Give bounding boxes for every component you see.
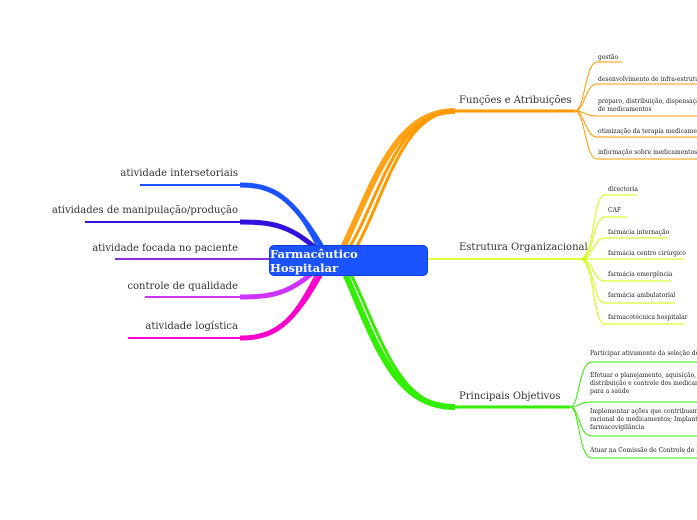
branch-intersetoriais xyxy=(140,184,321,253)
topic-paciente[interactable]: atividade focada no paciente xyxy=(92,243,238,254)
subtopic[interactable]: Implementar ações que contribuam para o … xyxy=(590,408,697,431)
branch-objetivos xyxy=(343,261,570,409)
subtopic[interactable]: farmácia centro cirúrgico xyxy=(608,250,686,257)
subtopic[interactable]: Efetuar o planejamento, aquisição, armaz… xyxy=(590,372,697,395)
topic-estrutura[interactable]: Estrutura Organizacional xyxy=(459,242,588,253)
topic-manipulacao[interactable]: atividades de manipulação/produção xyxy=(51,205,238,216)
funcoes-children-connectors xyxy=(574,61,697,160)
subtopic[interactable]: directoria xyxy=(608,186,638,193)
subtopic[interactable]: gestão xyxy=(598,54,619,61)
subtopic[interactable]: CAF xyxy=(608,207,622,214)
subtopic[interactable]: farmácia ambulatorial xyxy=(608,292,676,299)
topic-qualidade[interactable]: controle de qualidade xyxy=(127,281,238,292)
central-topic[interactable]: Farmacêutico Hospitalar xyxy=(270,246,427,275)
subtopic[interactable]: Atuar na Comissão de Controle de Infecçã… xyxy=(590,447,697,454)
objetivos-children-connectors xyxy=(569,361,697,459)
topic-funcoes[interactable]: Funções e Atribuições xyxy=(459,95,572,106)
subtopic[interactable]: farmacotécnica hospitalar xyxy=(608,314,688,321)
branch-funcoes xyxy=(343,109,575,256)
topic-objetivos[interactable]: Principais Objetivos xyxy=(459,391,561,402)
subtopic[interactable]: farmácia emergência xyxy=(608,271,673,278)
subtopic[interactable]: desenvolvimento de infra-estrutura xyxy=(598,76,697,83)
topic-logistica[interactable]: atividade logística xyxy=(145,321,238,332)
subtopic[interactable]: informação sobre medicamentos xyxy=(598,149,697,156)
topic-intersetoriais[interactable]: atividade intersetoriais xyxy=(120,168,238,179)
subtopic[interactable]: Participar ativamente da seleção de medi… xyxy=(590,350,697,357)
subtopic[interactable]: farmácia internação xyxy=(608,229,670,236)
subtopic[interactable]: preparo, distribuição, dispensação e con… xyxy=(598,98,697,113)
subtopic[interactable]: otimização da terapia medicamentosa xyxy=(598,128,697,135)
estrutura-children-connectors xyxy=(579,194,684,325)
